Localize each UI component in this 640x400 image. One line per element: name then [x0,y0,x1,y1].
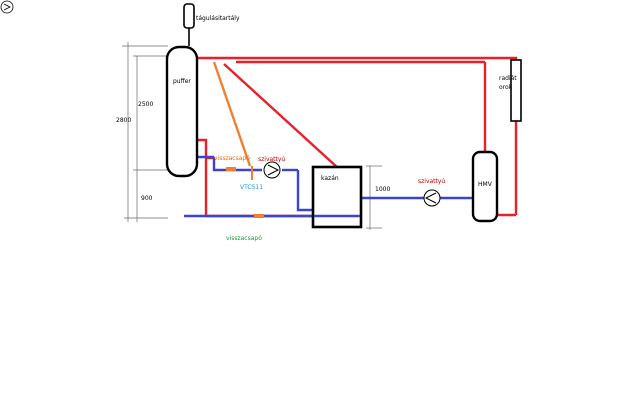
pump-right-icon [423,189,441,207]
expansion-tank-label: tágulásitartály [196,15,240,22]
puffer-tank [165,45,199,178]
bypass-line [212,61,252,167]
pump-right-label: szivattyú [418,178,445,185]
hmv-label: HMV [478,181,493,188]
radiator [510,59,522,122]
vtc-label: VTC511 [240,184,263,191]
kazan-label: kazán [321,175,339,182]
radiator-label-1: radiát [499,75,517,82]
puffer-label: puffer [173,78,191,85]
hmv-tank [471,150,499,223]
check-valve-top-label: visszacsapó [214,155,250,162]
pump-left-label: szivattyú [258,156,285,163]
dimension-lower-label: 900 [141,195,153,202]
supply-kazan-line [223,63,339,169]
check-valve-bottom-label: visszacsapó [226,235,262,242]
dimension-puffer-label: 2500 [138,101,153,108]
check-valve-top-marker [226,167,236,171]
dimension-lines [122,42,382,230]
return-upper-line [212,157,262,172]
window-icon[interactable] [0,0,14,14]
expansion-tank [183,3,195,46]
return-piping [184,155,473,218]
return-lower-red-line [196,138,330,218]
radiator-label-2: orok [499,84,513,91]
dimension-total-label: 2800 [116,117,131,124]
dimension-kazan-label: 1000 [375,186,390,193]
pump-left-icon [263,161,281,179]
check-valve-bottom-marker [254,214,264,218]
